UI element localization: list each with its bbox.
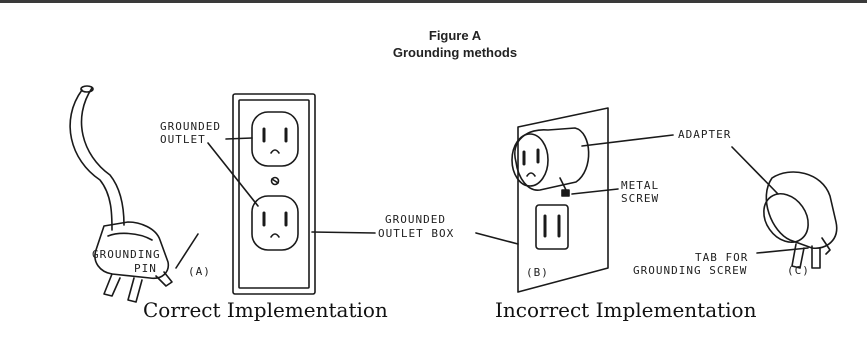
cord-end: [80, 85, 94, 93]
label-tab-line2: GROUNDING SCREW: [633, 264, 748, 277]
receptacle-bottom: [251, 195, 299, 251]
leader-adapter-c: [731, 146, 779, 195]
wall-plate-inner: [238, 99, 310, 289]
label-tab-line1: TAB FOR: [695, 251, 749, 264]
leader-metal-screw: [571, 188, 619, 195]
leader-tab: [756, 247, 809, 254]
top-border-line: [0, 0, 867, 3]
label-grounding-pin-line2: PIN: [134, 262, 157, 275]
adapter-face: [511, 133, 549, 187]
label-grounded-outlet-line1: GROUNDED: [160, 120, 221, 133]
grounded-plug-illustration: [69, 85, 199, 303]
adapter-ground-hole: [526, 172, 536, 177]
wall-box-plate: [517, 107, 609, 293]
label-grounding-pin-line1: GROUNDING: [92, 248, 161, 261]
label-grounded-outlet-box-line1: GROUNDED: [385, 213, 446, 226]
plug-prong-right: [127, 277, 143, 303]
figure-subtitle: Grounding methods: [392, 45, 518, 60]
figure-title: Figure A: [428, 28, 482, 43]
label-grounded-outlet-line2: OUTLET: [160, 133, 206, 146]
grounding-pin: [155, 271, 173, 287]
leader-outlet-box-left: [311, 231, 376, 234]
grounded-outlet-illustration: [207, 93, 376, 295]
adapter-c-prong-right: [811, 245, 821, 269]
adapter-c-prong-left: [791, 243, 805, 269]
adapter-outlet-illustration: [475, 107, 674, 293]
panel-label-c: (C): [787, 264, 810, 277]
leader-outlet-bottom: [207, 142, 259, 207]
center-screw: [270, 176, 280, 186]
wall-plate: [232, 93, 316, 295]
label-grounded-outlet-box-line2: OUTLET BOX: [378, 227, 455, 240]
plug-ridge: [107, 232, 153, 241]
receptacle-top: [251, 111, 299, 167]
plug-body: [94, 221, 170, 280]
adapter-c-body: [765, 171, 838, 249]
leader-outlet-top: [225, 137, 253, 140]
caption-incorrect: Incorrect Implementation: [495, 298, 757, 322]
label-metal-screw-line2: SCREW: [621, 192, 660, 205]
adapter-body: [514, 127, 590, 191]
leader-outlet-box-right: [475, 232, 519, 245]
plug-prong-left: [103, 273, 121, 297]
panel-label-a: (A): [188, 265, 211, 278]
center-screw-slot: [271, 178, 279, 184]
lower-receptacle: [535, 204, 569, 250]
panel-label-b: (B): [526, 266, 549, 279]
leader-grounding-pin: [175, 233, 199, 269]
caption-correct: Correct Implementation: [143, 298, 388, 322]
adapter-c-face: [763, 193, 809, 243]
loose-adapter-illustration: [731, 146, 838, 269]
adapter-tab: [559, 177, 567, 191]
power-cord: [69, 89, 113, 231]
label-metal-screw-line1: METAL: [621, 179, 660, 192]
ground-hole-bottom: [270, 233, 280, 238]
ground-hole-top: [270, 149, 280, 154]
adapter-c-tab: [821, 237, 831, 255]
leader-adapter-b: [581, 134, 674, 147]
power-cord-outer: [80, 87, 125, 226]
metal-screw: [561, 189, 570, 197]
label-adapter: ADAPTER: [678, 128, 732, 141]
